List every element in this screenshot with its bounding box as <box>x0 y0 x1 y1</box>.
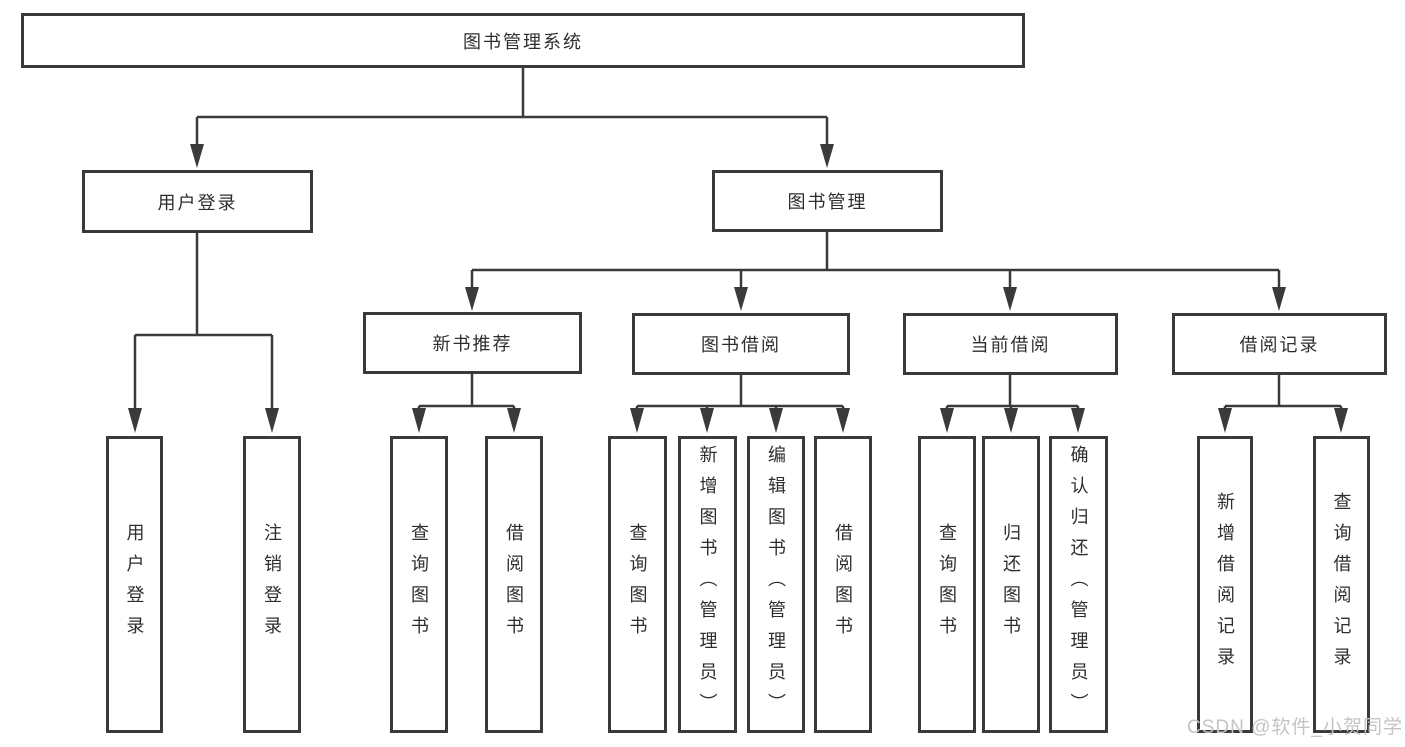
arrowhead <box>820 144 834 168</box>
leaf-query-books-recommend: 查询图书 <box>390 436 448 733</box>
leaf-query-books-current: 查询图书 <box>918 436 976 733</box>
arrowhead <box>1272 287 1286 311</box>
csdn-watermark: CSDN @软件_小贺同学 <box>1187 717 1403 738</box>
node-book-management: 图书管理 <box>712 170 943 232</box>
leaf-borrow-books-recommend: 借阅图书 <box>485 436 543 733</box>
arrowhead <box>1071 408 1085 433</box>
node-new-book-recommend: 新书推荐 <box>363 312 582 374</box>
arrowhead <box>465 287 479 311</box>
leaf-return-book: 归还图书 <box>982 436 1040 733</box>
connector-book-borrow-children <box>630 375 850 433</box>
node-current-borrow: 当前借阅 <box>903 313 1118 375</box>
arrowhead <box>940 408 954 433</box>
connector-book-management-children <box>465 232 1286 311</box>
node-user-login: 用户登录 <box>82 170 313 233</box>
leaf-add-book-admin: 新增图书（管理员） <box>678 436 737 733</box>
arrowhead <box>769 408 783 433</box>
arrowhead <box>1334 408 1348 433</box>
leaf-query-books-borrow: 查询图书 <box>608 436 667 733</box>
arrowhead <box>265 408 279 433</box>
arrowhead <box>836 408 850 433</box>
arrowhead <box>734 287 748 311</box>
arrowhead <box>700 408 714 433</box>
connector-new-book-children <box>412 374 521 433</box>
leaf-query-borrow-record: 查询借阅记录 <box>1313 436 1370 733</box>
leaf-user-login: 用户登录 <box>106 436 163 733</box>
leaf-edit-book-admin: 编辑图书（管理员） <box>747 436 805 733</box>
arrowhead <box>1003 287 1017 311</box>
arrowhead <box>1004 408 1018 433</box>
arrowhead <box>1218 408 1232 433</box>
arrowhead <box>128 408 142 433</box>
node-root-system: 图书管理系统 <box>21 13 1025 68</box>
node-book-borrow: 图书借阅 <box>632 313 850 375</box>
connector-current-borrow-children <box>940 375 1085 433</box>
connector-root-to-level2 <box>190 68 834 168</box>
leaf-borrow-books: 借阅图书 <box>814 436 872 733</box>
leaf-logout: 注销登录 <box>243 436 301 733</box>
arrowhead <box>507 408 521 433</box>
connector-user-login-children <box>128 233 279 433</box>
arrowhead <box>630 408 644 433</box>
arrowhead <box>412 408 426 433</box>
arrowhead <box>190 144 204 168</box>
node-borrow-records: 借阅记录 <box>1172 313 1387 375</box>
leaf-confirm-return-admin: 确认归还（管理员） <box>1049 436 1108 733</box>
connector-borrow-records-children <box>1218 375 1348 433</box>
leaf-add-borrow-record: 新增借阅记录 <box>1197 436 1253 733</box>
